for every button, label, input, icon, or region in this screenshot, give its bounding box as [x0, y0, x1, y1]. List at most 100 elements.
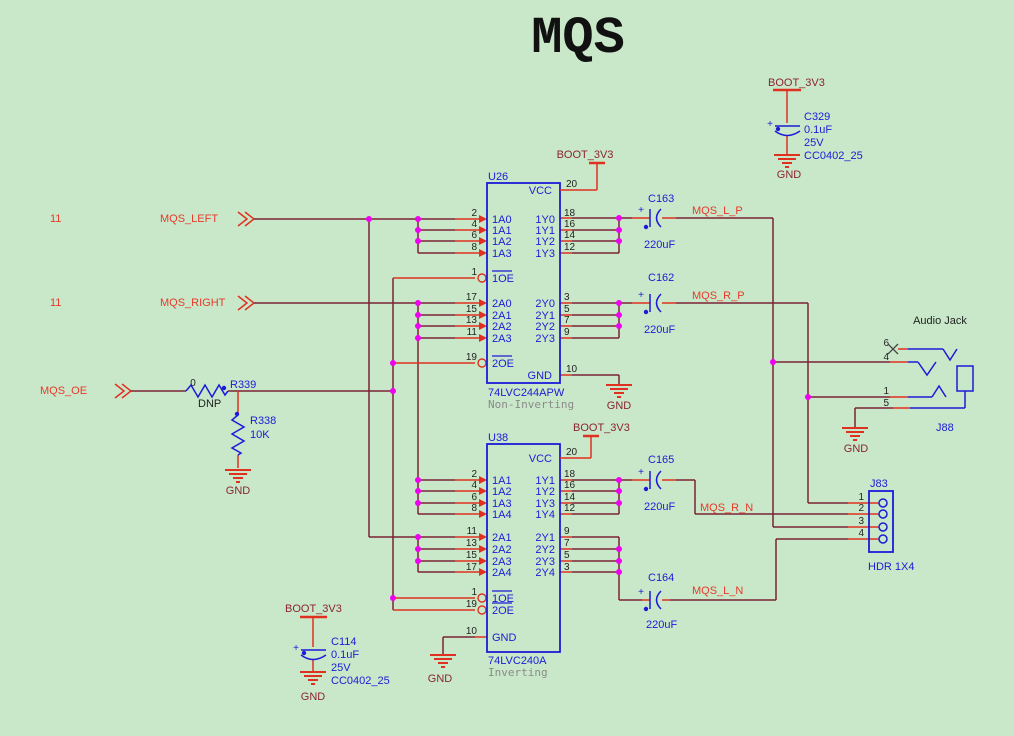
u26-pin-number: 4: [471, 219, 477, 230]
resistor-r339: 0 R339 DNP: [185, 378, 256, 410]
u38-pin-number: 8: [471, 503, 477, 514]
u38-pin-name: 2Y2: [535, 544, 555, 556]
c329-pin1-dot: [775, 126, 781, 132]
u26-pin-number: 16: [564, 219, 576, 230]
r338-value: 10K: [250, 429, 270, 441]
u38-pin-name: 2OE: [492, 605, 514, 617]
c164-value: 220uF: [646, 619, 677, 631]
gnd-label: GND: [226, 485, 251, 497]
u26-gnd-name: GND: [528, 370, 553, 382]
net-mqs-r-n-wire: [676, 479, 848, 515]
u26-oe2-bubble: [477, 358, 487, 368]
c329-refdes: C329: [804, 111, 830, 123]
u26-pin-name: 2A0: [492, 298, 512, 310]
u38-vcc-name: VCC: [529, 453, 552, 465]
j83-pin-circle: [878, 534, 888, 544]
net-mqs-right-entry: 11 MQS_RIGHT: [50, 295, 256, 311]
u26-pin-number: 2: [471, 208, 477, 219]
j83-body: [868, 490, 894, 553]
j83-pin-number: 3: [858, 516, 864, 527]
net-label-mqs-r-p: MQS_R_P: [692, 290, 745, 302]
u26-pin-name: 2A3: [492, 333, 512, 345]
u38-refdes: U38: [488, 432, 508, 444]
u38-pin-name: 1Y3: [535, 498, 555, 510]
j88-refdes: J88: [936, 422, 954, 434]
u26-pin-name: 2A2: [492, 321, 512, 333]
gnd-label: GND: [777, 169, 802, 181]
r339-zigzag: [185, 383, 229, 399]
u38-pin-number: 7: [564, 538, 570, 549]
u38-pin-name: 1A4: [492, 509, 512, 521]
boot-3v3-label: BOOT_3V3: [768, 77, 825, 89]
net-mqs-oe-entry: MQS_OE: [40, 383, 133, 399]
page-ref: 11: [50, 297, 61, 309]
u26-pin-number: 14: [564, 230, 576, 241]
u26-gnd-symbol: GND: [605, 384, 633, 412]
oe-stubs: [393, 277, 475, 611]
u26-input-arrows: [479, 215, 487, 342]
net-label-mqs-right: MQS_RIGHT: [160, 297, 226, 309]
u38-mode: Inverting: [488, 666, 548, 679]
u26-vcc-pin: 20: [566, 179, 578, 190]
net-u38-1y-wire: [572, 479, 632, 515]
r339-value: 0: [190, 378, 196, 389]
u26-pin-number: 19: [466, 352, 478, 363]
u26-refdes: U26: [488, 171, 508, 183]
u26-pin-name: 2A1: [492, 310, 512, 322]
u38-pin-number: 9: [564, 526, 570, 537]
net-label-mqs-l-p: MQS_L_P: [692, 205, 743, 217]
u26-pin-name: 2Y2: [535, 321, 555, 333]
u26-oe1-bubble: [477, 273, 487, 283]
u26-pin-name: 2OE: [492, 358, 514, 370]
decoupling-c114: BOOT_3V3 + C114 0.1uF 25V CC0402_25 GND: [285, 603, 390, 703]
net-u38-gnd-wire: [442, 636, 475, 655]
jack-sleeve: [956, 365, 974, 392]
c329-footprint: CC0402_25: [804, 150, 863, 162]
u38-gnd-symbol: GND: [428, 654, 457, 685]
u38-pin-number: 12: [564, 503, 576, 514]
u26-pin-name: 1Y0: [535, 214, 555, 226]
c165-refdes: C165: [648, 454, 674, 466]
capacitor-c162: + C162 220uF: [638, 272, 675, 336]
net-mqs-r-p-wire: [676, 302, 890, 504]
u38-pin-number: 4: [471, 480, 477, 491]
boot-3v3-label: BOOT_3V3: [285, 603, 342, 615]
r339-refdes: R339: [230, 379, 256, 391]
j88-pin1: 1: [883, 386, 889, 397]
header-j83: J83 1 2 3 4 HDR 1X4: [858, 478, 914, 573]
u26-pin-number: 3: [564, 292, 570, 303]
u38-pin-number: 18: [564, 469, 576, 480]
u38-pin-number: 15: [466, 550, 478, 561]
u38-pin-name: 2A3: [492, 556, 512, 568]
u26-pin-number: 12: [564, 242, 576, 253]
u38-oe1-bubble: [477, 593, 487, 603]
u38-pin-number: 19: [466, 599, 478, 610]
u26-pin-number: 17: [466, 292, 478, 303]
u38-pin-name: 2A2: [492, 544, 512, 556]
u38-oe2-bubble: [477, 605, 487, 615]
u38-input-arrows: [479, 476, 487, 576]
u38-pin-number: 11: [467, 526, 478, 537]
u38-pin-name: 1OE: [492, 593, 514, 605]
net-mqs-oe-wire: [131, 278, 394, 610]
u26-vcc-rail: BOOT_3V3: [557, 149, 613, 191]
audio-jack-j88: Audio Jack J88 6 4 1 5 GND: [841, 315, 974, 455]
r338-zigzag: [230, 414, 246, 456]
u38-gnd-name: GND: [492, 632, 517, 644]
c163-pin1-dot: [643, 224, 649, 230]
u38-pin-name: 1Y1: [535, 475, 555, 487]
c162-pin1-dot: [643, 309, 649, 315]
u26-pin-number: 7: [564, 315, 570, 326]
net-j88-gnd-wire: [854, 407, 893, 428]
u38-pin-name: 2Y4: [535, 567, 555, 579]
resistor-r338: R338 10K GND: [224, 411, 276, 497]
u38-pin-name: 2Y3: [535, 556, 555, 568]
c165-curved-plate: [655, 470, 662, 490]
capacitor-c164: + C164 220uF: [638, 572, 677, 631]
net-label-mqs-left: MQS_LEFT: [160, 213, 218, 225]
u38-pin-name: 1Y2: [535, 486, 555, 498]
c114-voltage: 25V: [331, 662, 351, 674]
c114-value: 0.1uF: [331, 649, 359, 661]
